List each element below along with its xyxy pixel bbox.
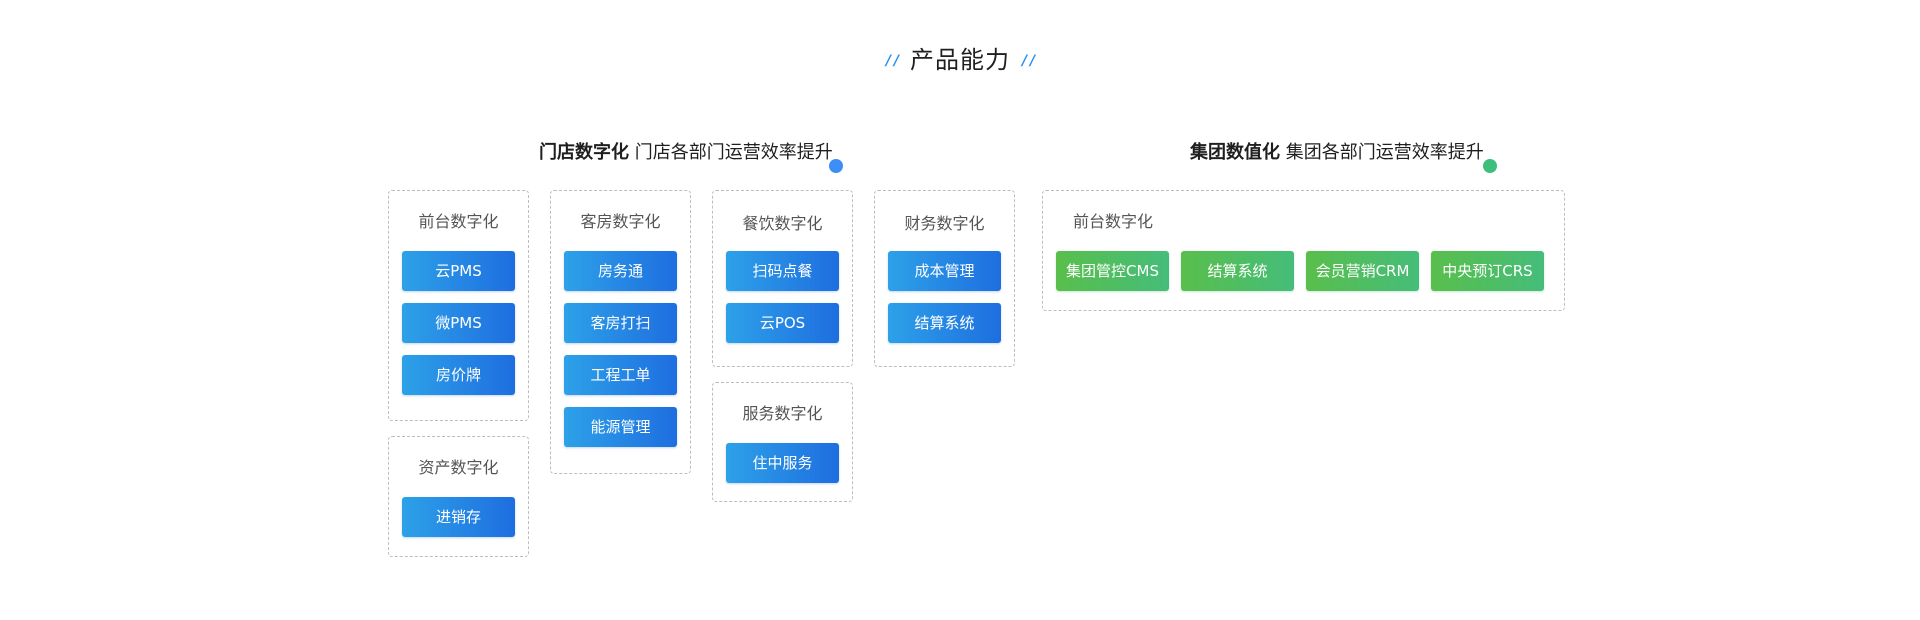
member-crm-button[interactable]: 会员营销CRM [1306, 251, 1419, 291]
group-title: 前台数字化 [418, 212, 499, 231]
group-front-desk-corporate: 前台数字化 集团管控CMS 结算系统 会员营销CRM 中央预订CRS [1042, 190, 1565, 311]
inventory-button[interactable]: 进销存 [402, 497, 515, 537]
page-title: / / 产品能力 / / [0, 44, 1920, 77]
group-title: 前台数字化 [1073, 212, 1154, 231]
settlement-system-button[interactable]: 结算系统 [888, 303, 1001, 343]
cost-management-button[interactable]: 成本管理 [888, 251, 1001, 291]
room-rate-board-button[interactable]: 房价牌 [402, 355, 515, 395]
section-header-store-desc: 门店各部门运营效率提升 [634, 142, 833, 163]
title-slash-left-icon: / / [885, 53, 899, 69]
dot-blue-icon [829, 159, 843, 173]
group-title: 服务数字化 [742, 404, 823, 423]
section-header-group-strong: 集团数值化 [1190, 142, 1280, 163]
title-slash-right-icon: / / [1022, 53, 1035, 69]
group-title: 客房数字化 [580, 212, 661, 231]
section-header-group: 集团数值化 集团各部门运营效率提升 [1190, 141, 1484, 165]
section-header-store-strong: 门店数字化 [539, 142, 629, 163]
group-finance: 财务数字化 成本管理 结算系统 [874, 190, 1015, 367]
scan-order-button[interactable]: 扫码点餐 [726, 251, 839, 291]
section-header-group-desc: 集团各部门运营效率提升 [1285, 142, 1484, 163]
wechat-pms-button[interactable]: 微PMS [402, 303, 515, 343]
section-header-store: 门店数字化 门店各部门运营效率提升 [539, 141, 833, 165]
dot-green-icon [1483, 159, 1497, 173]
work-order-button[interactable]: 工程工单 [564, 355, 677, 395]
cloud-pos-button[interactable]: 云POS [726, 303, 839, 343]
cloud-pms-button[interactable]: 云PMS [402, 251, 515, 291]
group-service: 服务数字化 住中服务 [712, 382, 853, 502]
central-crs-button[interactable]: 中央预订CRS [1431, 251, 1544, 291]
energy-management-button[interactable]: 能源管理 [564, 407, 677, 447]
housekeeping-button[interactable]: 房务通 [564, 251, 677, 291]
group-title: 财务数字化 [904, 214, 985, 233]
group-title: 餐饮数字化 [742, 214, 823, 233]
room-cleaning-button[interactable]: 客房打扫 [564, 303, 677, 343]
group-settlement-button[interactable]: 结算系统 [1181, 251, 1294, 291]
group-title: 资产数字化 [418, 458, 499, 477]
group-asset: 资产数字化 进销存 [388, 436, 529, 557]
page-title-text: 产品能力 [910, 46, 1010, 74]
group-room: 客房数字化 房务通 客房打扫 工程工单 能源管理 [550, 190, 691, 474]
group-cms-button[interactable]: 集团管控CMS [1056, 251, 1169, 291]
group-dining: 餐饮数字化 扫码点餐 云POS [712, 190, 853, 367]
in-stay-service-button[interactable]: 住中服务 [726, 443, 839, 483]
group-front-desk: 前台数字化 云PMS 微PMS 房价牌 [388, 190, 529, 421]
